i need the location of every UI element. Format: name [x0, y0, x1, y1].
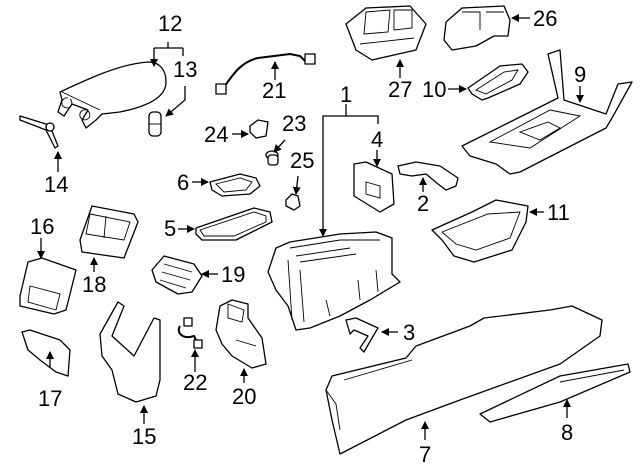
callout-11: 11 — [547, 200, 570, 225]
callout-25: 25 — [290, 148, 314, 173]
callout-10: 10 — [422, 77, 446, 102]
part-25-aux-jack[interactable] — [285, 193, 301, 211]
part-27-switch-panel[interactable] — [345, 5, 427, 61]
callout-20: 20 — [232, 384, 256, 409]
callout-2: 2 — [417, 191, 429, 216]
part-26-control-switch[interactable] — [443, 5, 511, 51]
part-8-side-trim-strip[interactable] — [479, 363, 631, 423]
part-18-rear-trim-bezel[interactable] — [79, 205, 139, 259]
callout-8: 8 — [561, 420, 573, 445]
part-5-tray-mat[interactable] — [195, 207, 273, 241]
part-10-trim-insert[interactable] — [467, 63, 529, 101]
part-3-bracket[interactable] — [345, 317, 379, 353]
part-24-usb-port[interactable] — [249, 119, 269, 139]
callout-3: 3 — [403, 320, 415, 345]
callout-21: 21 — [262, 78, 286, 103]
part-15-rear-panel[interactable] — [99, 301, 161, 403]
part-13-bulb[interactable] — [148, 111, 162, 137]
leader-lines — [37, 14, 584, 440]
callout-14: 14 — [44, 172, 68, 197]
callout-6: 6 — [177, 170, 189, 195]
part-19-rear-vent[interactable] — [151, 255, 203, 295]
part-7-side-panel[interactable] — [325, 305, 603, 455]
part-14-hinge-rod[interactable] — [19, 115, 59, 149]
callout-7: 7 — [419, 442, 431, 467]
callout-18: 18 — [82, 272, 106, 297]
part-22-wire-harness[interactable] — [177, 317, 203, 349]
part-16-rear-vent-bezel[interactable] — [19, 257, 77, 315]
callout-22: 22 — [183, 370, 207, 395]
callout-26: 26 — [533, 6, 557, 31]
part-21-wire-harness[interactable] — [215, 52, 316, 95]
part-23-socket[interactable] — [265, 150, 279, 166]
part-4-shift-mount-bracket[interactable] — [353, 161, 395, 213]
part-6-tray[interactable] — [209, 173, 261, 197]
part-2-bracket[interactable] — [397, 161, 459, 191]
part-12-armrest-lid[interactable] — [57, 61, 167, 129]
callout-12: 12 — [158, 11, 182, 36]
callout-19: 19 — [221, 262, 245, 287]
part-1-console-body[interactable] — [267, 231, 401, 331]
callout-23: 23 — [282, 111, 306, 136]
callout-5: 5 — [164, 216, 176, 241]
callout-1: 1 — [340, 82, 352, 107]
callout-13: 13 — [173, 57, 197, 82]
part-20-air-duct[interactable] — [215, 299, 267, 369]
callout-16: 16 — [30, 214, 54, 239]
part-11-cup-holder[interactable] — [431, 199, 529, 263]
callout-9: 9 — [574, 62, 586, 87]
callout-27: 27 — [388, 77, 412, 102]
callout-4: 4 — [371, 127, 383, 152]
part-17-rear-bracket[interactable] — [21, 329, 71, 377]
callout-15: 15 — [132, 424, 156, 449]
callout-24: 24 — [204, 122, 228, 147]
callout-17: 17 — [38, 386, 62, 411]
part-9-shifter-trim-panel[interactable] — [461, 49, 633, 175]
